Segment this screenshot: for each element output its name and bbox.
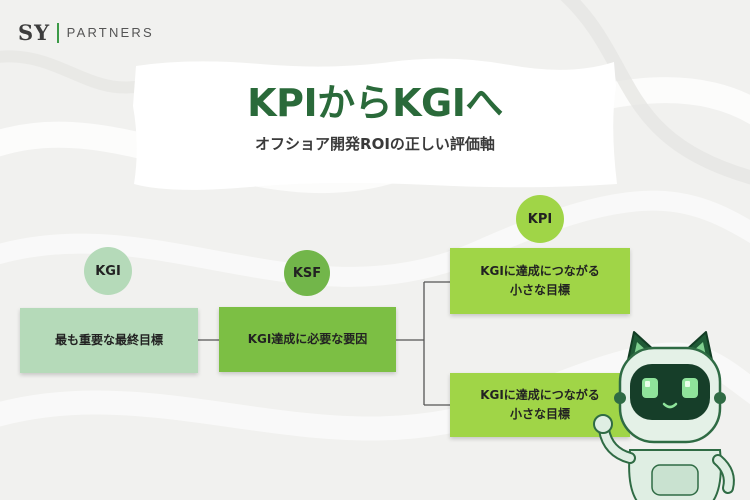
page-subtitle: オフショア開発ROIの正しい評価軸	[255, 135, 495, 153]
logo-mark: SY	[18, 20, 51, 45]
kpi-badge: KPI	[516, 195, 564, 243]
brand-logo: SY PARTNERS	[18, 20, 154, 45]
ksf-description: KGI達成に必要な要因	[247, 332, 368, 347]
kpi-1-line1: KGIに達成につながる	[480, 264, 600, 279]
ksf-box: KGI達成に必要な要因	[219, 307, 396, 372]
kgi-description: 最も重要な最終目標	[54, 333, 163, 348]
robot-cat-mascot-icon	[593, 331, 735, 500]
kgi-box: 最も重要な最終目標	[20, 308, 198, 373]
kpi-2-line1: KGIに達成につながる	[480, 388, 600, 403]
ksf-badge: KSF	[284, 250, 330, 296]
kpi-box-1: KGIに達成につながる 小さな目標	[450, 248, 630, 314]
logo-wordmark: PARTNERS	[66, 25, 154, 40]
kpi-2-line2: 小さな目標	[509, 407, 570, 421]
kpi-1-line2: 小さな目標	[509, 283, 570, 297]
kgi-badge: KGI	[84, 247, 132, 295]
title-banner	[133, 58, 617, 190]
page-title: KPIからKGIへ	[247, 81, 503, 125]
logo-divider	[57, 22, 59, 43]
